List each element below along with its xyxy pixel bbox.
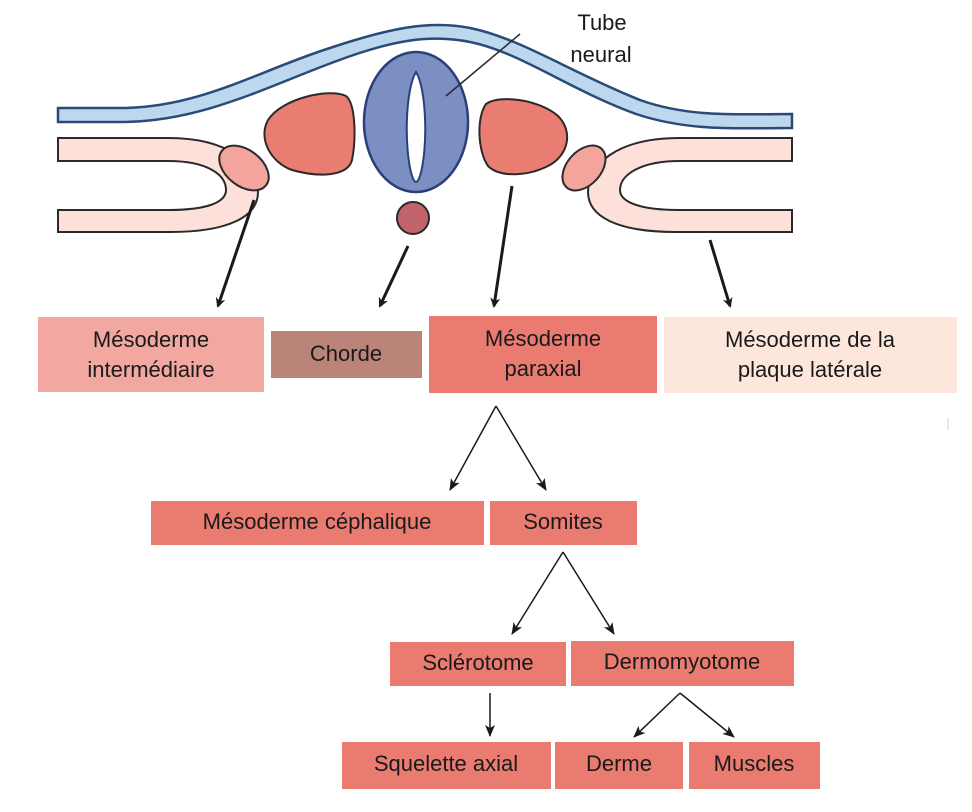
box-somites-label: Somites bbox=[523, 509, 602, 534]
final-arrows bbox=[485, 692, 735, 738]
box-lateral-line2: plaque latérale bbox=[738, 357, 882, 382]
arrow-to-dermis bbox=[633, 692, 681, 738]
arrow-to-intermediate bbox=[215, 199, 256, 308]
box-muscles: Muscles bbox=[689, 742, 820, 789]
box-dermomyotome-label: Dermomyotome bbox=[604, 649, 760, 674]
lateral-plate-right bbox=[586, 137, 793, 233]
embryo-cross-section: Tube neural bbox=[56, 10, 794, 235]
box-notochord: Chorde bbox=[271, 331, 422, 378]
arrow-to-sclerotome bbox=[511, 551, 564, 635]
intermediate-mesoderm-right bbox=[561, 144, 607, 192]
box-intermediate-line2: intermédiaire bbox=[87, 357, 214, 382]
arrow-to-cephalic bbox=[449, 405, 497, 491]
box-axial-skeleton-label: Squelette axial bbox=[374, 751, 518, 776]
paraxial-branch-arrows bbox=[449, 405, 547, 491]
box-sclerotome-label: Sclérotome bbox=[422, 650, 533, 675]
arrow-to-paraxial bbox=[490, 185, 514, 308]
neural-tube-lumen bbox=[405, 70, 427, 183]
arrow-to-muscles bbox=[679, 692, 735, 738]
somites-branch-arrows bbox=[511, 551, 615, 635]
box-muscles-label: Muscles bbox=[714, 751, 795, 776]
ectoderm bbox=[56, 23, 794, 130]
box-sclerotome: Sclérotome bbox=[390, 642, 566, 686]
intermediate-mesoderm-left bbox=[218, 144, 270, 192]
arrow-to-somites bbox=[495, 405, 547, 491]
box-dermomyotome: Dermomyotome bbox=[571, 641, 794, 686]
neural-tube-label-line2: neural bbox=[570, 42, 631, 67]
tissue-arrows bbox=[215, 185, 733, 308]
arrow-to-lateral bbox=[708, 239, 733, 308]
box-axial-skeleton: Squelette axial bbox=[342, 742, 551, 789]
neural-tube-label-line1: Tube bbox=[577, 10, 626, 35]
box-intermediate-line1: Mésoderme bbox=[93, 327, 209, 352]
arrow-to-dermomyotome bbox=[562, 551, 615, 635]
box-dermis: Derme bbox=[555, 742, 683, 789]
box-lateral-line1: Mésoderme de la bbox=[725, 327, 896, 352]
box-paraxial-line2: paraxial bbox=[504, 356, 581, 381]
box-somites: Somites bbox=[490, 501, 637, 545]
box-cephalic-label: Mésoderme céphalique bbox=[203, 509, 432, 534]
box-intermediate-mesoderm: Mésoderme intermédiaire bbox=[38, 317, 264, 392]
neural-tube-leader-line bbox=[445, 33, 521, 97]
notochord bbox=[396, 201, 430, 235]
arrow-to-notochord bbox=[378, 245, 410, 308]
box-lateral-plate-mesoderm: Mésoderme de la plaque latérale bbox=[664, 317, 957, 393]
box-paraxial-mesoderm: Mésoderme paraxial bbox=[429, 316, 657, 393]
box-notochord-label: Chorde bbox=[310, 341, 382, 366]
box-cephalic-mesoderm: Mésoderme céphalique bbox=[151, 501, 484, 545]
box-paraxial-line1: Mésoderme bbox=[485, 326, 601, 351]
paraxial-mesoderm-left bbox=[263, 92, 356, 176]
paraxial-mesoderm-right bbox=[478, 98, 568, 176]
box-dermis-label: Derme bbox=[586, 751, 652, 776]
